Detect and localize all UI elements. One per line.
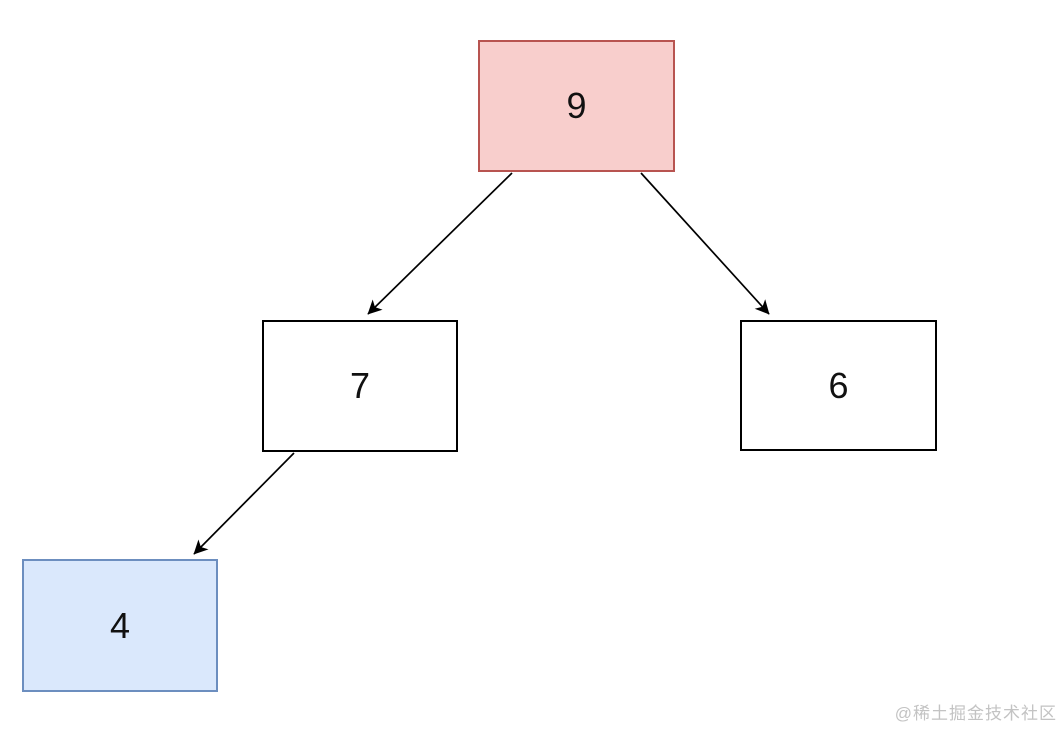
- edge-9-to-6: [640, 172, 770, 315]
- node-value: 6: [828, 364, 849, 406]
- edge-7-to-4: [193, 452, 295, 555]
- tree-node-6: 6: [740, 320, 937, 451]
- tree-node-7: 7: [262, 320, 458, 452]
- tree-node-4: 4: [22, 559, 218, 692]
- watermark: @稀土掘金技术社区: [894, 704, 1057, 723]
- node-value: 7: [349, 365, 371, 406]
- tree-node-root-9: 9: [478, 40, 675, 172]
- edge-9-to-7: [367, 172, 513, 315]
- node-value: 4: [109, 604, 131, 646]
- node-value: 9: [566, 85, 587, 126]
